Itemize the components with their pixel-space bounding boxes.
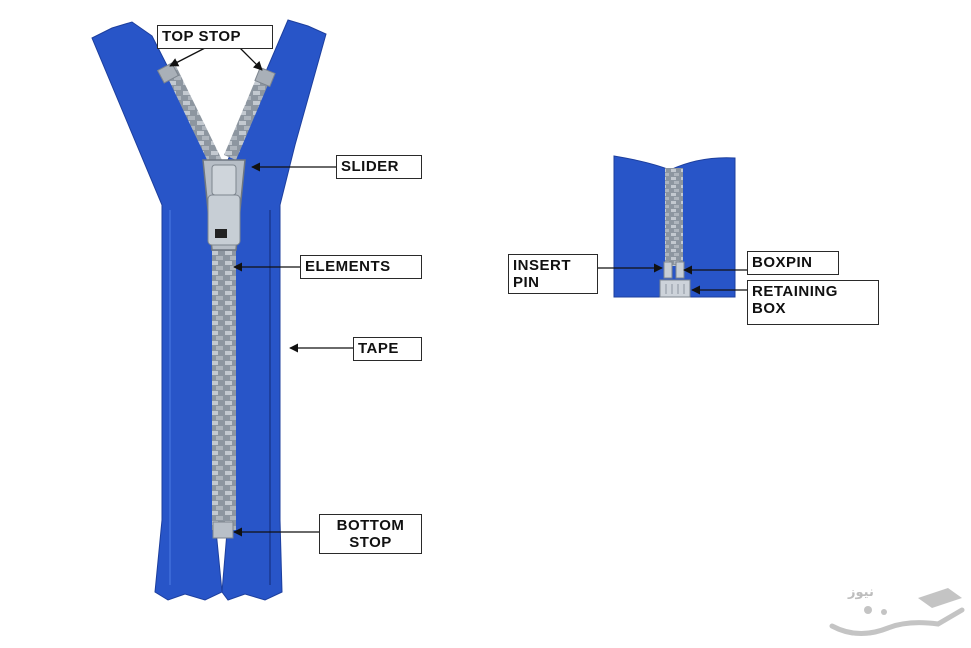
top-stop-right — [254, 66, 276, 88]
label-elements: ELEMENTS — [300, 255, 422, 279]
main-zipper — [91, 19, 327, 601]
inset-insert-pin — [663, 261, 673, 279]
label-insert-pin: INSERT PIN — [508, 254, 598, 294]
label-top-stop: TOP STOP — [157, 25, 273, 49]
label-retaining-box-line1: RETAINING — [752, 283, 838, 300]
zipper-tape-right — [221, 19, 327, 601]
leader-top-stop-left — [169, 47, 206, 67]
label-retaining-box-line2: BOX — [752, 300, 787, 317]
elements-chain — [212, 240, 236, 530]
bottom-stop — [212, 521, 234, 539]
inset-elements — [665, 168, 683, 266]
watermark-text: نیوز — [848, 585, 874, 600]
label-bottom-stop: BOTTOM STOP — [319, 514, 422, 554]
inset-zipper — [613, 155, 736, 298]
elements-upper-left — [165, 66, 222, 166]
inset-boxpin — [675, 261, 685, 279]
label-insert-pin-line1: INSERT — [513, 257, 572, 274]
slider — [202, 159, 246, 251]
leader-lines — [169, 47, 748, 537]
label-boxpin: BOXPIN — [747, 251, 839, 275]
inset-retaining-box — [659, 279, 691, 298]
label-bottom-stop-line2: STOP — [349, 534, 392, 551]
label-retaining-box: RETAINING BOX — [747, 280, 879, 325]
elements-upper-right — [224, 74, 270, 160]
label-bottom-stop-line1: BOTTOM — [336, 517, 405, 534]
label-insert-pin-line2: PIN — [513, 274, 540, 291]
leader-top-stop-right — [239, 47, 263, 71]
top-stop-left — [156, 62, 180, 84]
label-slider: SLIDER — [336, 155, 422, 179]
watermark-logo — [829, 588, 965, 636]
zipper-tape-left — [91, 21, 223, 601]
label-tape: TAPE — [353, 337, 422, 361]
